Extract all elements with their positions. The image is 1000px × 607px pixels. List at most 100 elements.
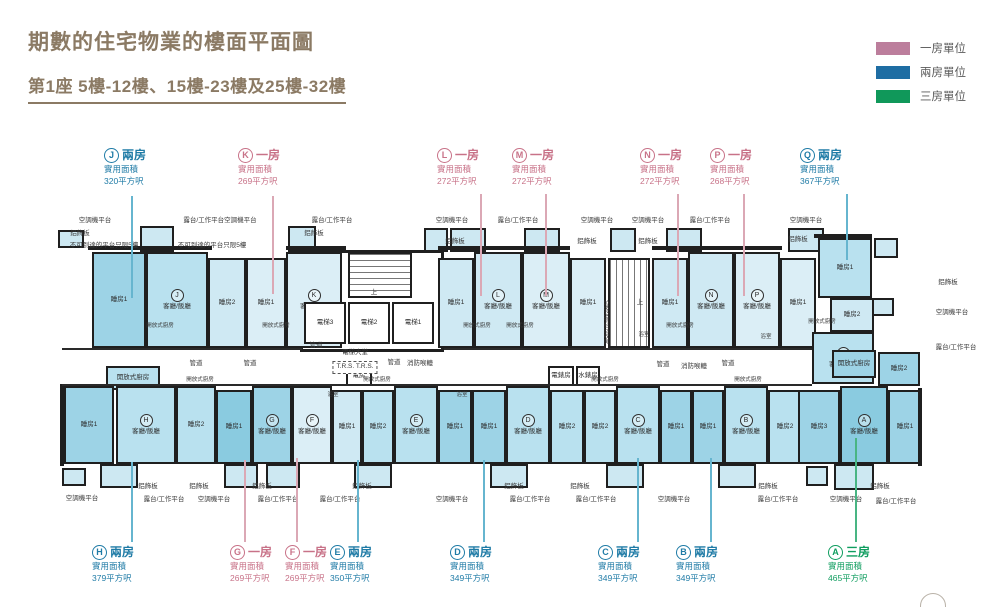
balcony-platform xyxy=(872,298,894,316)
room-label: 客廳/飯廳 xyxy=(850,428,878,436)
annotation: 鋁飾板 xyxy=(570,483,590,490)
annotation: 鋁飾板 xyxy=(445,238,465,245)
unit-letter: J xyxy=(104,148,119,163)
area-caption: 實用面積 xyxy=(285,561,320,571)
room-label: 睡房1 xyxy=(699,423,717,431)
room-label: 客廳/飯廳 xyxy=(163,303,191,311)
room-label: 客廳/飯廳 xyxy=(732,428,760,436)
room: 睡房1 xyxy=(652,258,688,348)
room: 睡房2 xyxy=(830,298,874,332)
area-value: 320平方呎 xyxy=(104,175,144,186)
annotation: 不可到達的平台只限5樓 xyxy=(177,242,247,249)
annotation: 露台/工作平台 xyxy=(143,496,185,503)
area-caption: 實用面積 xyxy=(230,561,265,571)
unit-type-legend: 一房單位 兩房單位 三房單位 xyxy=(876,40,966,112)
annotation: 鋁飾板 xyxy=(352,483,372,490)
unit-leader-line xyxy=(480,194,482,296)
wall-segment xyxy=(88,246,212,250)
wall-segment xyxy=(652,246,782,250)
legend-label-1bed: 一房單位 xyxy=(920,43,966,55)
annotation: 浴室 xyxy=(760,334,772,340)
area-value: 349平方呎 xyxy=(450,572,490,583)
room-label: 水錶房 xyxy=(578,372,598,380)
room: 睡房1 xyxy=(216,390,252,464)
annotation: 開放式廚房 xyxy=(506,323,534,329)
area-caption: 實用面積 xyxy=(330,561,365,571)
annotation: 空調機平台 xyxy=(435,217,469,224)
balcony-platform xyxy=(806,466,828,486)
legend-label-3bed: 三房單位 xyxy=(920,91,966,103)
room-label: 客廳/飯廳 xyxy=(624,428,652,436)
balcony-platform xyxy=(874,238,898,258)
room-label: 開放式廚房 xyxy=(837,360,871,368)
unit-leader-line xyxy=(846,194,848,260)
room-label: 睡房2 xyxy=(218,299,236,307)
area-value: 349平方呎 xyxy=(598,572,638,583)
annotation: 空調機平台 xyxy=(631,217,665,224)
room-label: 客廳/飯廳 xyxy=(258,428,286,436)
area-value: 379平方呎 xyxy=(92,572,132,583)
unit-letter-badge: B xyxy=(739,414,753,428)
room-label: 睡房3 xyxy=(810,423,828,431)
room: 睡房2 xyxy=(362,390,394,464)
annotation: 鋁飾板 xyxy=(758,483,778,490)
annotation: 鋁飾板 xyxy=(189,483,209,490)
annotation: 開放式廚房 xyxy=(463,323,491,329)
area-caption: 實用面積 xyxy=(800,164,835,174)
room-label: 電梯3 xyxy=(316,319,334,327)
annotation: 空調機平台 xyxy=(78,217,112,224)
unit-leader-line xyxy=(357,460,359,542)
unit-letter: B xyxy=(676,545,691,560)
unit-letter-badge: A xyxy=(857,414,871,428)
room: 電梯2 xyxy=(348,302,390,344)
room: 電錶房 xyxy=(548,366,574,386)
annotation: 空調機平台 xyxy=(789,217,823,224)
room-label: 電錶房 xyxy=(551,372,571,380)
annotation: 浴室 xyxy=(456,392,468,398)
wall-segment xyxy=(286,246,346,250)
balcony-platform xyxy=(354,464,392,488)
room-label: 睡房2 xyxy=(890,365,908,373)
room-label: 睡房1 xyxy=(225,423,243,431)
room-label: 開放式廚房 xyxy=(116,374,150,382)
unit-letter: F xyxy=(285,545,300,560)
annotation: 空調機平台 xyxy=(935,309,969,316)
room-label: 睡房2 xyxy=(776,423,794,431)
page-title: 期數的住宅物業的樓面平面圖 xyxy=(28,31,314,54)
room-label: 客廳/飯廳 xyxy=(402,428,430,436)
room: 睡房1 xyxy=(246,258,286,348)
unit-letter: K xyxy=(238,148,253,163)
room-label: 客廳/飯廳 xyxy=(132,428,160,436)
room-label: 客廳/飯廳 xyxy=(743,303,771,311)
room: 睡房2 xyxy=(878,352,920,386)
annotation: 開放式廚房 xyxy=(808,319,836,325)
area-value: 269平方呎 xyxy=(238,175,278,186)
annotation: 露台/工作平台 xyxy=(319,496,361,503)
annotation: 鋁飾板 xyxy=(138,483,158,490)
unit-leader-line xyxy=(710,458,712,542)
unit-leader-line xyxy=(855,438,857,542)
balcony-platform xyxy=(718,464,756,488)
unit-letter-badge: D xyxy=(521,414,535,428)
unit-letter-badge: P xyxy=(750,289,764,303)
